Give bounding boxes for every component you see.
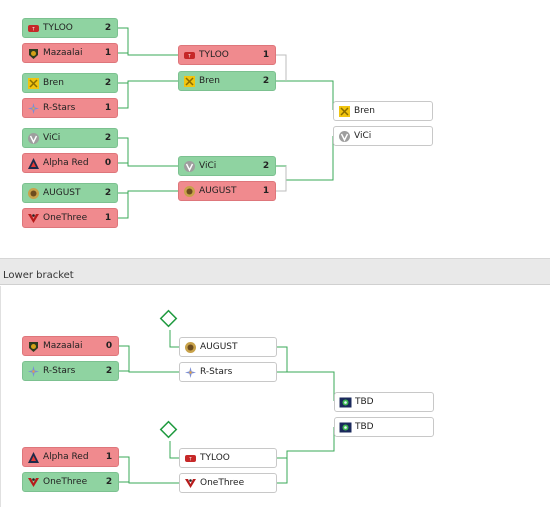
upper-final-top-team[interactable]: Bren xyxy=(333,101,433,121)
team-name: R-Stars xyxy=(43,103,76,113)
lower-r2-m1-top-team[interactable]: AUGUST xyxy=(179,337,277,357)
onethree-logo-icon xyxy=(185,478,196,488)
team-name: Mazaalai xyxy=(43,48,83,58)
onethree-logo-icon xyxy=(28,213,39,223)
team-score: 1 xyxy=(104,213,112,223)
bren-logo-icon xyxy=(184,75,195,87)
vici-logo-icon xyxy=(339,130,350,142)
svg-text:T: T xyxy=(188,456,192,461)
tyloo-logo-icon: T xyxy=(28,24,39,32)
team-score: 2 xyxy=(104,188,112,198)
team-name: TYLOO xyxy=(43,23,73,33)
team-name: OneThree xyxy=(43,477,88,487)
august-logo-icon xyxy=(28,187,39,199)
team-name: OneThree xyxy=(43,213,88,223)
bren-logo-icon xyxy=(339,105,350,117)
august-logo-icon xyxy=(184,185,195,197)
team-name: Bren xyxy=(43,78,64,88)
placeholder-diamond-top-icon xyxy=(159,309,178,328)
mazaalai-logo-icon xyxy=(29,341,38,352)
placeholder-diamond-bottom-icon xyxy=(159,420,178,439)
team-name: R-Stars xyxy=(43,366,76,376)
upper-r1-m2-bottom-team[interactable]: R-Stars 1 xyxy=(22,98,118,118)
august-logo-icon xyxy=(185,341,196,353)
upper-r2-m2-top-team[interactable]: ViCi 2 xyxy=(178,156,276,176)
lower-bracket: Mazaalai 0 R-Stars 2 Alpha Red 1 OneThre… xyxy=(0,286,550,507)
rstars-logo-icon xyxy=(28,102,39,114)
team-name: R-Stars xyxy=(200,367,233,377)
team-name: Alpha Red xyxy=(43,452,89,462)
team-score: 2 xyxy=(262,161,270,171)
lower-r1-m1-top-team[interactable]: Mazaalai 0 xyxy=(22,336,119,356)
lower-bracket-header[interactable]: Lower bracket xyxy=(0,259,550,285)
vici-logo-icon xyxy=(184,160,195,172)
alpha-red-logo-icon xyxy=(28,451,39,463)
tbd-logo-icon xyxy=(339,397,352,407)
team-name: TBD xyxy=(355,397,374,407)
team-name: TBD xyxy=(355,422,374,432)
lower-final-bottom-team[interactable]: TBD xyxy=(334,417,434,437)
team-score: 2 xyxy=(262,76,270,86)
upper-r1-m1-bottom-team[interactable]: Mazaalai 1 xyxy=(22,43,118,63)
team-name: AUGUST xyxy=(43,188,81,198)
team-score: 2 xyxy=(104,78,112,88)
tbd-logo-icon xyxy=(339,422,352,432)
rstars-logo-icon xyxy=(28,365,39,377)
bren-logo-icon xyxy=(28,77,39,89)
lower-r2-m1-bottom-team[interactable]: R-Stars xyxy=(179,362,277,382)
team-score: 0 xyxy=(104,158,112,168)
upper-bracket: T TYLOO 2 Mazaalai 1 Bren 2 R-Stars 1 Vi… xyxy=(0,18,550,259)
vici-logo-icon xyxy=(28,132,39,144)
lower-bracket-label: Lower bracket xyxy=(3,270,74,281)
team-name: Mazaalai xyxy=(43,341,83,351)
svg-text:T: T xyxy=(31,26,35,31)
onethree-logo-icon xyxy=(28,477,39,487)
upper-r1-m3-bottom-team[interactable]: Alpha Red 0 xyxy=(22,153,118,173)
tyloo-logo-icon: T xyxy=(185,454,196,462)
team-name: OneThree xyxy=(200,478,245,488)
team-name: Alpha Red xyxy=(43,158,89,168)
team-name: Bren xyxy=(199,76,220,86)
team-name: ViCi xyxy=(199,161,217,171)
lower-r2-m2-top-team[interactable]: T TYLOO xyxy=(179,448,277,468)
lower-r2-m2-bottom-team[interactable]: OneThree xyxy=(179,473,277,493)
svg-text:T: T xyxy=(187,53,191,58)
team-score: 2 xyxy=(105,477,113,487)
team-score: 2 xyxy=(104,133,112,143)
lower-r1-m2-bottom-team[interactable]: OneThree 2 xyxy=(22,472,119,492)
upper-r2-m2-bottom-team[interactable]: AUGUST 1 xyxy=(178,181,276,201)
upper-r1-m3-top-team[interactable]: ViCi 2 xyxy=(22,128,118,148)
upper-r1-m4-bottom-team[interactable]: OneThree 1 xyxy=(22,208,118,228)
team-name: Bren xyxy=(354,106,375,116)
rstars-logo-icon xyxy=(185,366,196,378)
lower-r1-m1-bottom-team[interactable]: R-Stars 2 xyxy=(22,361,119,381)
upper-r2-m1-top-team[interactable]: T TYLOO 1 xyxy=(178,45,276,65)
team-score: 2 xyxy=(105,366,113,376)
alpha-red-logo-icon xyxy=(28,157,39,169)
upper-r1-m1-top-team[interactable]: T TYLOO 2 xyxy=(22,18,118,38)
upper-r1-m2-top-team[interactable]: Bren 2 xyxy=(22,73,118,93)
team-name: TYLOO xyxy=(199,50,229,60)
upper-r2-m1-bottom-team[interactable]: Bren 2 xyxy=(178,71,276,91)
tyloo-logo-icon: T xyxy=(184,51,195,59)
team-name: ViCi xyxy=(43,133,61,143)
upper-final-bottom-team[interactable]: ViCi xyxy=(333,126,433,146)
team-score: 1 xyxy=(104,103,112,113)
team-name: TYLOO xyxy=(200,453,230,463)
team-score: 0 xyxy=(105,341,113,351)
team-score: 1 xyxy=(105,452,113,462)
team-score: 1 xyxy=(262,186,270,196)
lower-final-top-team[interactable]: TBD xyxy=(334,392,434,412)
team-score: 1 xyxy=(262,50,270,60)
mazaalai-logo-icon xyxy=(29,48,38,59)
team-score: 2 xyxy=(104,23,112,33)
team-name: AUGUST xyxy=(200,342,238,352)
team-score: 1 xyxy=(104,48,112,58)
team-name: AUGUST xyxy=(199,186,237,196)
team-name: ViCi xyxy=(354,131,372,141)
upper-r1-m4-top-team[interactable]: AUGUST 2 xyxy=(22,183,118,203)
lower-r1-m2-top-team[interactable]: Alpha Red 1 xyxy=(22,447,119,467)
